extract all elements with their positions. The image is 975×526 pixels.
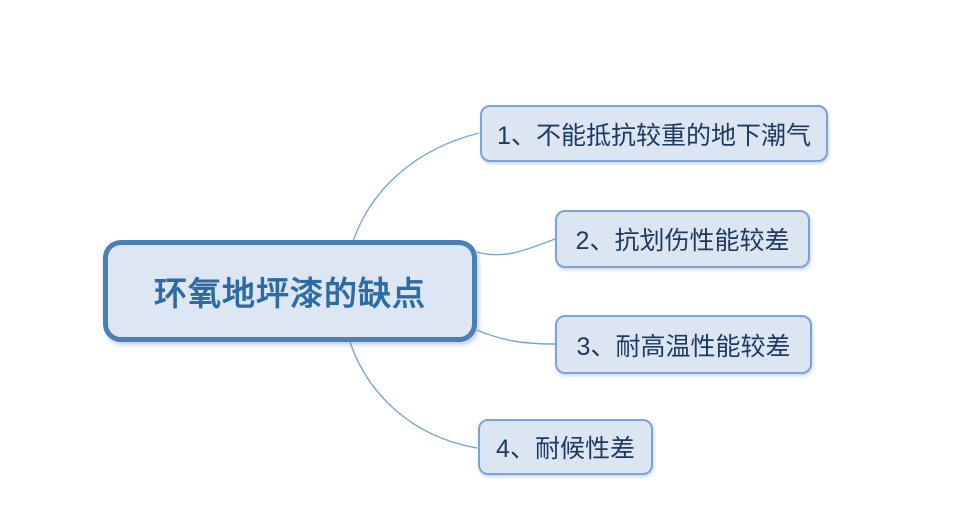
connector-branch-1 xyxy=(352,132,480,242)
branch-node-1-label: 1、不能抵抗较重的地下潮气 xyxy=(497,121,811,150)
connector-branch-3 xyxy=(476,329,556,345)
connector-branch-4 xyxy=(349,341,478,449)
branch-node-2[interactable]: 2、抗划伤性能较差 xyxy=(555,210,810,268)
branch-node-4-label: 4、耐候性差 xyxy=(496,435,635,463)
branch-node-4[interactable]: 4、耐候性差 xyxy=(478,419,653,475)
root-node[interactable]: 环氧地坪漆的缺点 xyxy=(103,240,477,342)
root-node-label: 环氧地坪漆的缺点 xyxy=(154,275,426,312)
branch-node-2-label: 2、抗划伤性能较差 xyxy=(575,227,790,255)
branch-node-3-label: 3、耐高温性能较差 xyxy=(576,332,791,361)
branch-node-3[interactable]: 3、耐高温性能较差 xyxy=(555,315,812,374)
connector-branch-2 xyxy=(476,238,556,256)
branch-node-1[interactable]: 1、不能抵抗较重的地下潮气 xyxy=(480,105,828,162)
